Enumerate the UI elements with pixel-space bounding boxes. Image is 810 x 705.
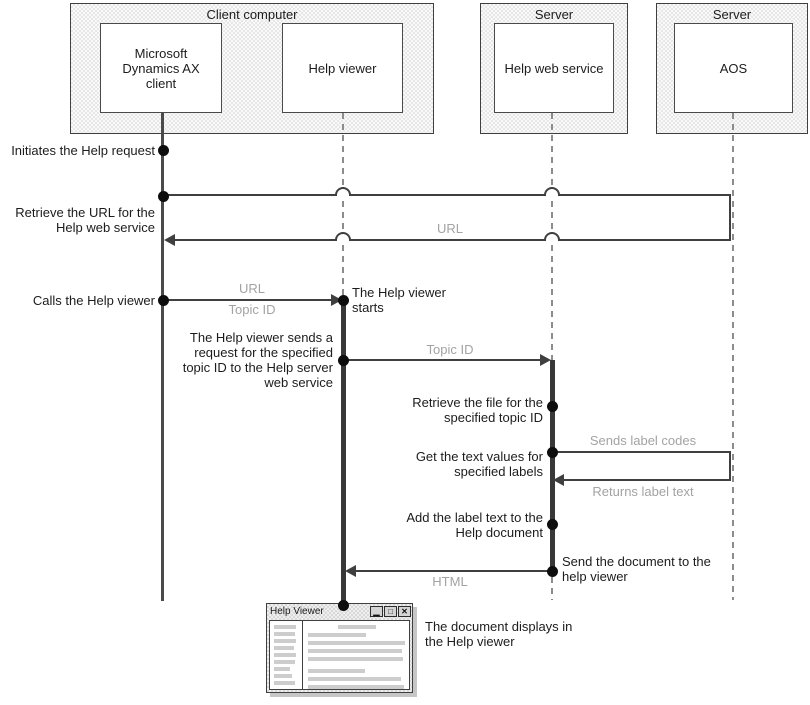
msg-label-codes-line (553, 451, 731, 453)
text-line-placeholder (308, 685, 404, 689)
arrowhead-label-text (553, 474, 564, 486)
label-url-return: URL (436, 221, 463, 236)
label-html: HTML (432, 574, 468, 589)
event-dot-calls-viewer (158, 295, 169, 306)
text-line-placeholder (308, 669, 365, 673)
step-retrieve-file: Retrieve the file for the specified topi… (412, 395, 543, 425)
help-viewer-window: Help Viewer ▁ □ ✕ (266, 603, 413, 693)
event-dot-doc-displays (338, 600, 349, 611)
toc-line-placeholder (274, 653, 296, 657)
minimize-icon: ▁ (373, 606, 380, 616)
text-line-placeholder (308, 641, 405, 645)
msg-retrieve-url-out-line (163, 194, 731, 196)
lifeline-aos (732, 113, 734, 600)
minimize-button[interactable]: ▁ (370, 606, 383, 617)
event-dot-add-label (547, 519, 558, 530)
text-line-placeholder (308, 657, 403, 661)
label-call-url: URL (238, 281, 265, 296)
node-dynamics-ax-client: Microsoft Dynamics AX client (100, 23, 222, 113)
toc-line-placeholder (274, 639, 296, 643)
maximize-icon: □ (388, 606, 393, 616)
close-icon: ✕ (401, 606, 408, 616)
node-aos: AOS (674, 23, 793, 113)
text-line-placeholder (308, 633, 366, 637)
close-button[interactable]: ✕ (398, 606, 411, 617)
step-add-label: Add the label text to the Help document (406, 510, 543, 540)
text-line-placeholder (308, 677, 401, 681)
label-topic-id: Topic ID (426, 342, 474, 357)
help-viewer-page-pane (303, 621, 409, 689)
node-help-viewer: Help viewer (282, 23, 403, 113)
toc-line-placeholder (274, 667, 290, 671)
toc-line-placeholder (274, 632, 295, 636)
step-viewer-sends: The Help viewer sends a request for the … (182, 330, 333, 390)
msg-label-text-return-line (564, 479, 731, 481)
msg-html-line (356, 570, 552, 572)
arrowhead-call-viewer (331, 294, 342, 306)
lifeline-client (161, 113, 164, 601)
event-dot-get-text (547, 447, 558, 458)
event-dot-retrieve-file (547, 401, 558, 412)
toc-line-placeholder (274, 674, 292, 678)
step-get-text: Get the text values for specified labels (415, 449, 543, 479)
msg-topic-id-line (344, 359, 540, 361)
arrowhead-topic-id (540, 354, 551, 366)
help-viewer-titlebar: Help Viewer ▁ □ ✕ (267, 604, 412, 619)
frame-server1-title: Server (534, 7, 574, 22)
label-returns-label-text: Returns label text (592, 484, 694, 499)
help-viewer-content (269, 620, 410, 690)
event-dot-viewer-sends (338, 355, 349, 366)
msg-retrieve-url-return-line (174, 239, 731, 241)
toc-line-placeholder (274, 660, 295, 664)
frame-server2-title: Server (712, 7, 752, 22)
step-retrieve-url: Retrieve the URL for the Help web servic… (15, 205, 155, 235)
label-call-topic-id: Topic ID (228, 302, 276, 317)
step-viewer-starts: The Help viewer starts (352, 285, 446, 315)
event-dot-send-doc (547, 566, 558, 577)
lifeline-help-web-service-lower (551, 577, 553, 600)
activation-help-web-service (550, 360, 555, 572)
node-help-web-service: Help web service (494, 23, 614, 113)
msg-label-codes-bracket (729, 451, 731, 481)
step-calls-viewer: Calls the Help viewer (32, 293, 155, 308)
arrowhead-html (345, 565, 356, 577)
text-line-placeholder (337, 625, 376, 629)
event-dot-retrieve-url (158, 191, 169, 202)
msg-retrieve-url-bracket (729, 194, 731, 241)
step-doc-displays: The document displays in the Help viewer (425, 619, 573, 649)
event-dot-viewer-starts (338, 295, 349, 306)
toc-line-placeholder (274, 625, 296, 629)
msg-call-viewer-line (163, 299, 331, 301)
line-hop (544, 232, 560, 241)
line-hop (335, 232, 351, 241)
text-line-placeholder (308, 649, 402, 653)
step-initiates: Initiates the Help request (11, 143, 155, 158)
help-viewer-window-title: Help Viewer (270, 605, 324, 617)
step-send-doc: Send the document to the help viewer (562, 554, 711, 584)
line-hop (335, 187, 351, 196)
help-viewer-toc-pane (270, 621, 303, 689)
activation-help-viewer (341, 299, 346, 606)
toc-line-placeholder (274, 646, 294, 650)
arrowhead-url-return (164, 234, 175, 246)
label-sends-label-codes: Sends label codes (589, 433, 697, 448)
event-dot-initiates (158, 145, 169, 156)
line-hop (544, 187, 560, 196)
frame-client-computer-title: Client computer (206, 7, 298, 22)
toc-line-placeholder (274, 681, 295, 685)
maximize-button[interactable]: □ (384, 606, 397, 617)
lifeline-help-viewer (342, 113, 344, 300)
